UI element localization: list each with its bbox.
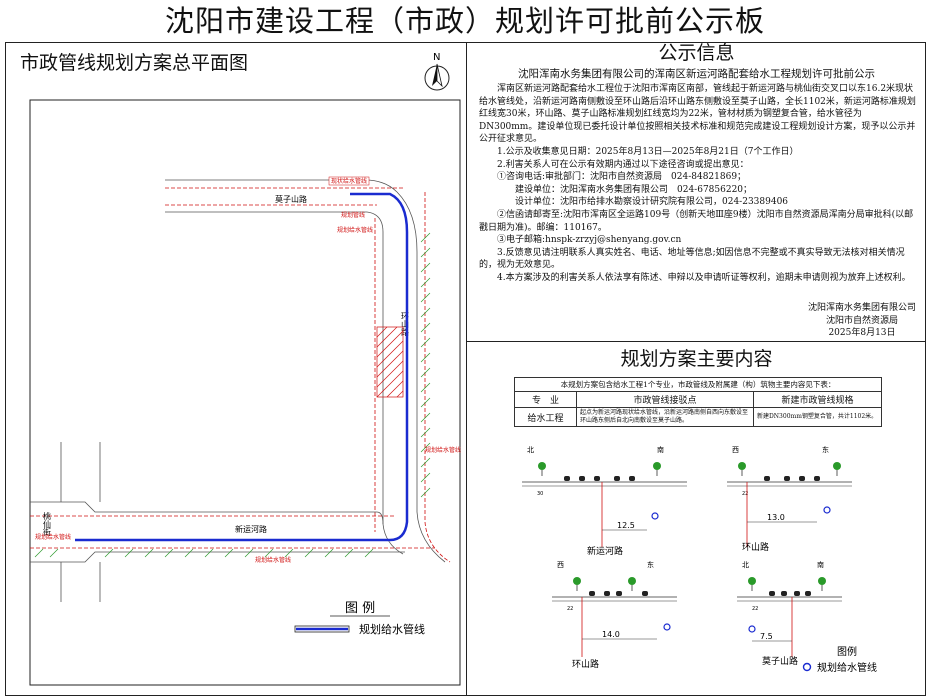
- section-3-left-dir: 西: [557, 561, 564, 569]
- cross-section-4: 北 南 22 7.5 莫子山路: [737, 560, 842, 667]
- section-3-right-dir: 东: [647, 560, 654, 569]
- road-label-xinyunhe: 新运河路: [235, 524, 267, 534]
- legend-title: 图 例: [345, 601, 375, 616]
- notice-item-2: 2.利害关系人可在公示有效期内通过以下途径咨询或提出意见：: [497, 159, 749, 170]
- section-2-right-dir: 东: [822, 445, 829, 454]
- board-frame: [5, 42, 926, 696]
- planned-water-main: [75, 192, 409, 542]
- notice-panel: 公示信息 沈阳浑南水务集团有限公司的浑南区新运河路配套给水工程规划许可批前公示 …: [467, 42, 926, 342]
- section-4-offset: 7.5: [760, 632, 773, 641]
- section-1-right-dir: 南: [657, 445, 664, 454]
- section-2-width: 22: [742, 491, 748, 497]
- site-plan-legend: 图 例 规划给水管线: [294, 601, 425, 636]
- green-belt: [34, 232, 431, 558]
- section-2-road: 环山路: [742, 541, 769, 553]
- consult-phone-3: 设计单位：沈阳市给排水勘察设计研究院有限公司，024-23389406: [515, 197, 789, 208]
- section-1-road: 新运河路: [587, 545, 623, 557]
- section-legend-item: 规划给水管线: [817, 661, 877, 674]
- table-row: 给水工程 起点为新运河路现状给水管线，沿新运河路南侧自西向东敷设至环山路东侧后自…: [514, 407, 882, 427]
- section-2-offset: 13.0: [767, 513, 785, 522]
- consult-phone-1: ①咨询电话:审批部门：沈阳市自然资源局 024-84821869；: [497, 172, 747, 183]
- pipe-label-d: 规划给水管线: [425, 446, 461, 454]
- section-4-right-dir: 南: [817, 560, 824, 569]
- road-xinyunhe: 新运河路: [30, 501, 435, 563]
- site-plan-panel: 市政管线规划方案总平面图 N 莫子山路 环山路: [5, 42, 467, 696]
- plan-cell-spec: 新建DN300mm钢塑复合管，共计1102米。: [753, 407, 882, 427]
- pipe-label-a: 现状给水管线: [331, 177, 367, 185]
- consult-phone-2: 建设单位：沈阳浑南水务集团有限公司 024-67856220；: [515, 184, 753, 195]
- letter-address: ②信函请邮寄至:沈阳市浑南区全运路109号（创新天地Ⅲ座9楼）沈阳市自然资源局浑…: [479, 209, 914, 233]
- pipe-label-b: 规划管线: [341, 211, 365, 219]
- notice-signature: 沈阳浑南水务集团有限公司 沈阳市自然资源局 2025年8月13日: [808, 302, 916, 340]
- road-label-taoxian: 桃仙街: [43, 511, 52, 537]
- section-legend: 图例 规划给水管线: [802, 645, 877, 674]
- plan-panel: 规划方案主要内容 本规划方案包含给水工程1个专业，市政管线及附属建（构）筑物主要…: [467, 342, 926, 696]
- site-plan-drawing: N 莫子山路 环山路 新运河路: [29, 52, 461, 686]
- cross-section-2: 西 东 22 13.0 环山路: [727, 445, 852, 553]
- notice-paragraph: 浑南区新运河路配套给水工程位于沈阳市浑南区南部，管线起于新运河路与桃仙街交叉口以…: [479, 84, 916, 145]
- notice-item-3: 3.反馈意见请注明联系人真实姓名、电话、地址等信息;如因信息不完整或不真实导致无…: [479, 247, 905, 271]
- section-4-left-dir: 北: [742, 561, 749, 569]
- cross-section-1: 北 南 30 12.5 新运河路: [522, 445, 687, 557]
- section-3-width: 22: [567, 606, 573, 612]
- section-3-offset: 14.0: [602, 630, 620, 639]
- section-4-width: 22: [752, 606, 758, 612]
- red-hatch-area: [376, 326, 404, 398]
- section-1-width: 30: [537, 491, 543, 497]
- signature-bureau: 沈阳市自然资源局: [825, 315, 898, 326]
- road-taoxian: 桃仙街: [43, 442, 101, 602]
- notice-item-1: 1.公示及收集意见日期：2025年8月13日—2025年8月21日（7个工作日）: [497, 146, 799, 157]
- notice-body: 浑南区新运河路配套给水工程位于沈阳市浑南区南部，管线起于新运河路与桃仙街交叉口以…: [467, 81, 926, 285]
- email-address[interactable]: ③电子邮箱:hnspk-zrzyj@shenyang.gov.cn: [497, 235, 682, 246]
- section-1-offset: 12.5: [617, 521, 635, 530]
- road-huanshan: 环山路: [366, 191, 451, 563]
- signature-date: 2025年8月13日: [828, 328, 896, 339]
- signature-company: 沈阳浑南水务集团有限公司: [807, 303, 916, 313]
- section-4-road: 莫子山路: [762, 655, 798, 667]
- notice-title: 公示信息: [658, 42, 735, 64]
- north-arrow-icon: N: [424, 52, 450, 91]
- plan-title: 规划方案主要内容: [620, 348, 773, 370]
- notice-item-4: 4.本方案涉及的利害关系人依法享有陈述、申辩以及申请听证等权利，逾期未申请则视为…: [497, 272, 911, 283]
- plan-table: 本规划方案包含给水工程1个专业，市政管线及附属建（构）筑物主要内容见下表： 专 …: [514, 377, 882, 427]
- section-3-road: 环山路: [572, 658, 599, 670]
- pipe-label-e: 规划给水管线: [35, 533, 71, 541]
- north-label: N: [433, 52, 440, 63]
- road-label-mozishan: 莫子山路: [275, 194, 307, 204]
- section-1-left-dir: 北: [527, 446, 534, 454]
- section-legend-title: 图例: [837, 645, 857, 658]
- pipe-label-f: 规划给水管线: [255, 556, 291, 564]
- plan-cell-connection: 起点为新运河路现状给水管线，沿新运河路南侧自西向东敷设至环山路东侧后自北向南敷设…: [576, 407, 754, 427]
- site-plan-title: 市政管线规划方案总平面图: [20, 52, 249, 74]
- pipe-label-c: 规划给水管线: [337, 226, 373, 234]
- section-2-left-dir: 西: [732, 446, 739, 454]
- legend-item-label: 规划给水管线: [359, 622, 425, 636]
- notice-heading: 沈阳浑南水务集团有限公司的浑南区新运河路配套给水工程规划许可批前公示: [518, 68, 875, 80]
- cross-section-drawings: 北 南 30 12.5 新运河路 西 东 22 13.0 环山路: [522, 445, 877, 674]
- road-label-huanshan: 环山路: [401, 312, 410, 336]
- page-title: 沈阳市建设工程（市政）规划许可批前公示板: [164, 4, 765, 38]
- cross-section-3: 西 东 22 14.0 环山路: [552, 560, 677, 670]
